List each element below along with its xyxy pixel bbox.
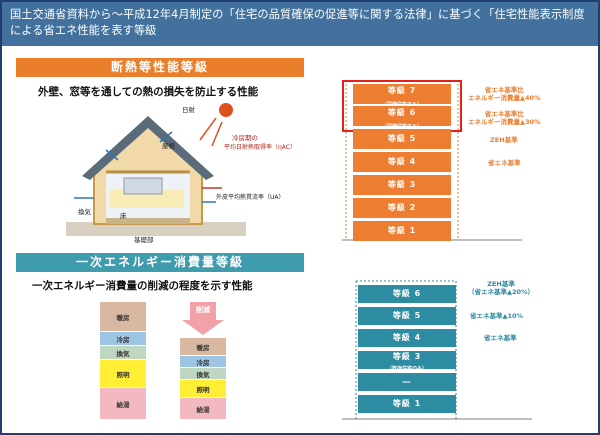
insulation-grade-2: 等級 2: [353, 198, 451, 218]
energy-grade-1: 等級 1: [358, 395, 456, 413]
sun-ray-1: [199, 117, 217, 141]
energy-title: 一次エネルギー消費量等級: [16, 253, 304, 272]
energy-note-6: ZEH基準 （省エネ基準▲20%）: [468, 280, 535, 296]
insulation-title: 断熱等性能等級: [16, 58, 304, 77]
insulation-note-6: 省エネ基準比 エネルギー消費量▲30%: [468, 110, 541, 126]
energy-ladder-axis: [342, 280, 532, 420]
sun-label: 日射: [182, 106, 195, 114]
header-banner: 国土交通省資料から～平成12年4月制定の「住宅の品質確保の促進等に関する法律」に…: [2, 2, 598, 46]
arrow-body: [190, 302, 216, 320]
ua-label: 外皮平均熱貫流率（UA）: [216, 194, 285, 201]
insulation-note-5: ZEH基準: [490, 136, 518, 144]
energy-grade-6: 等級 6: [358, 285, 456, 303]
roof-shape: [82, 116, 214, 180]
stack-before-lighting: 照明: [100, 360, 146, 388]
reduction-arrow-svg: [182, 302, 224, 335]
floor-label: 床: [120, 212, 127, 220]
stack-before-cooling: 冷房: [100, 332, 146, 346]
basement-label: 基礎部: [134, 236, 154, 244]
energy-stack-after: 暖房 冷房 換気 照明 給湯: [180, 338, 226, 420]
window-shape: [123, 177, 163, 195]
arrow-line-1: [159, 131, 173, 143]
foundation-shape: [106, 218, 190, 224]
reduction-arrow: 削減: [180, 302, 226, 336]
insulation-grade-6-label: 等級 6: [387, 108, 417, 117]
energy-note-4: 省エネ基準: [484, 334, 517, 342]
stack-before-hotwater: 給湯: [100, 388, 146, 420]
insulation-grade-1: 等級 1: [353, 221, 451, 241]
house-svg: [66, 103, 246, 236]
insulation-grade-7-sub: （戸建住宅のみ）: [381, 102, 422, 108]
insulation-note-4: 省エネ基準: [488, 159, 521, 167]
insulation-grade-5: 等級 5: [353, 129, 451, 149]
insulation-grade-4: 等級 4: [353, 152, 451, 172]
energy-note-5: 省エネ基準▲10%: [470, 312, 524, 320]
sun-shape: [219, 103, 233, 117]
insulation-description: 外壁、窓等を通しての熱の損失を防止する性能: [38, 86, 259, 98]
energy-stack-before: 暖房 冷房 換気 照明 給湯: [100, 302, 146, 420]
insulation-grade-7-label: 等級 7: [387, 86, 417, 95]
stack-after-cooling: 冷房: [180, 356, 226, 368]
stack-after-lighting: 照明: [180, 380, 226, 398]
stack-after-vent: 換気: [180, 368, 226, 380]
stack-before-heating: 暖房: [100, 302, 146, 332]
vent-label: 換気: [78, 208, 91, 216]
insulation-grade-6: 等級 6 （戸建住宅のみ）: [353, 106, 451, 130]
sun-ray-2: [211, 121, 223, 147]
cooling-rate-label: 平均日射熱取得率（ηAC）: [224, 144, 296, 151]
energy-grade-4: 等級 4: [358, 329, 456, 347]
ground-shape: [66, 222, 246, 236]
energy-grade-2-dash: ―: [358, 373, 456, 391]
insulation-grade-7: 等級 7 （戸建住宅のみ）: [353, 84, 451, 108]
reduction-label: 削減: [196, 306, 210, 314]
energy-description: 一次エネルギー消費量の削減の程度を示す性能: [32, 280, 253, 292]
stack-after-heating: 暖房: [180, 338, 226, 356]
energy-grade-3-label: 等級 3: [392, 352, 422, 361]
house-illustration: 冷房期の 平均日射熱取得率（ηAC） 外皮平均熱貫流率（UA） 屋根 換気 日射…: [66, 102, 296, 244]
insulation-grade-3: 等級 3: [353, 175, 451, 195]
insulation-grade-6-sub: （戸建住宅のみ）: [381, 124, 422, 130]
energy-grade-3: 等級 3 （既存住宅のみ）: [358, 351, 456, 372]
energy-grade-5: 等級 5: [358, 307, 456, 325]
insulation-note-7: 省エネ基準比 エネルギー消費量▲40%: [468, 86, 541, 102]
energy-grade-3-sub: （既存住宅のみ）: [386, 366, 427, 372]
stack-after-hotwater: 給湯: [180, 398, 226, 420]
cooling-label: 冷房期の: [232, 134, 258, 142]
header-text: 国土交通省資料から～平成12年4月制定の「住宅の品質確保の促進等に関する法律」に…: [10, 8, 585, 37]
arrow-head: [182, 320, 224, 335]
stack-before-vent: 換気: [100, 346, 146, 360]
arrow-line-2: [105, 149, 119, 161]
roof-label: 屋根: [162, 142, 175, 150]
